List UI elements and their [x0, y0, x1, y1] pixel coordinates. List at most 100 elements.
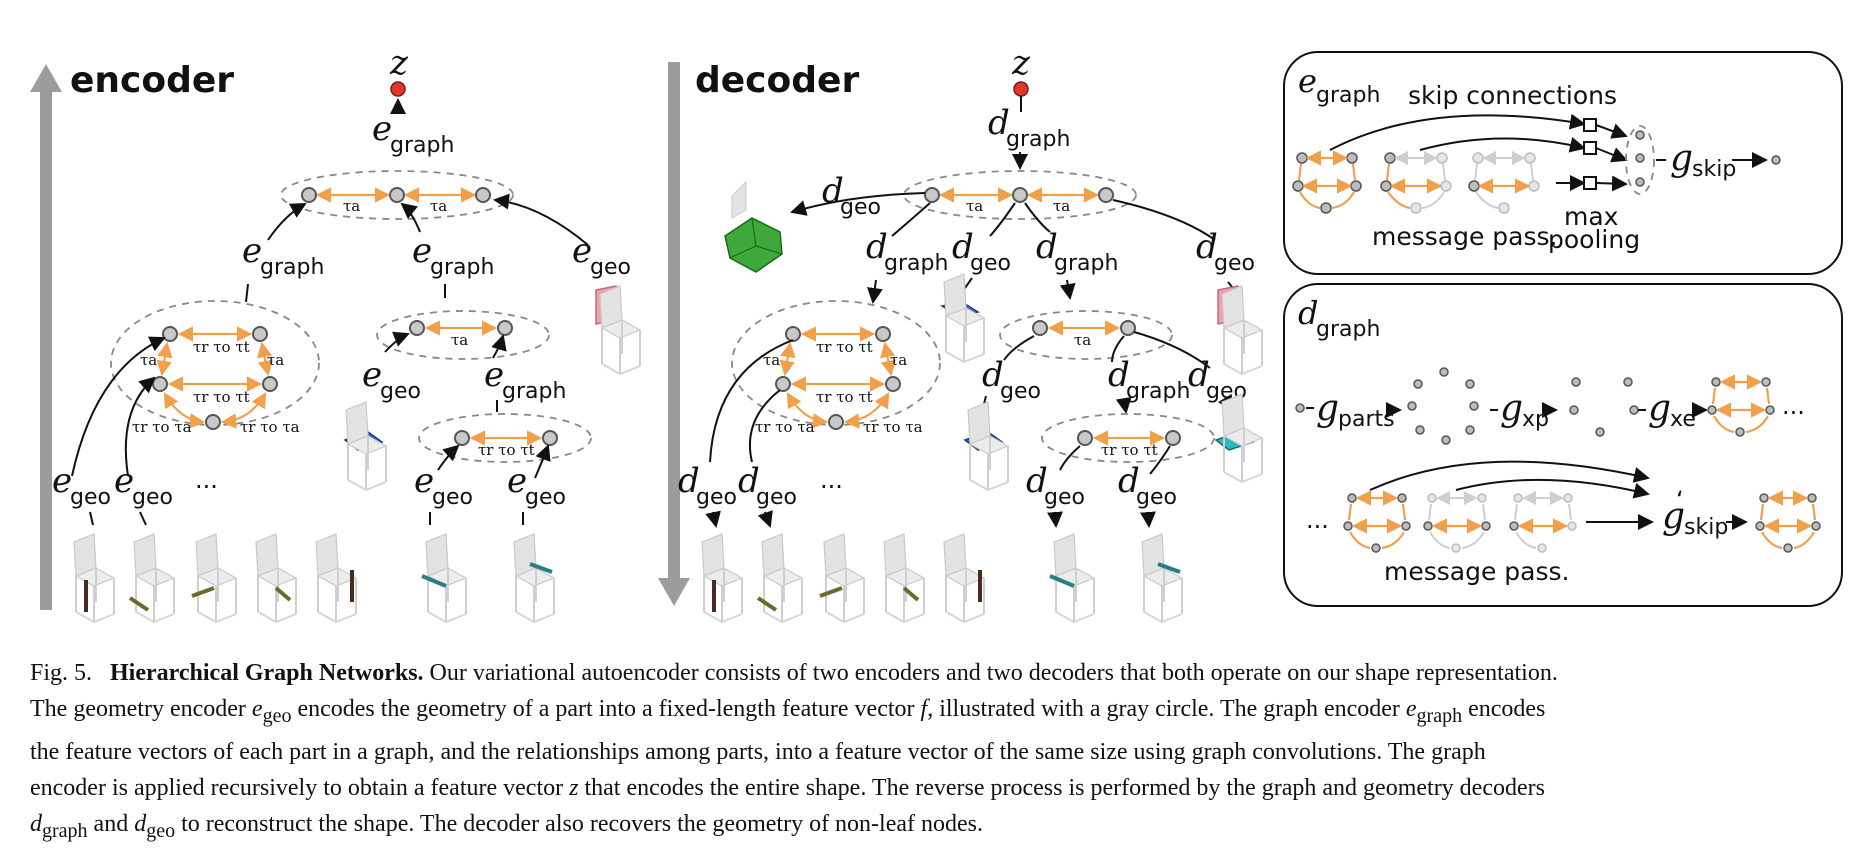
- decoder-title: decoder: [695, 60, 859, 101]
- encoder-low-group: [418, 413, 592, 463]
- caption-text: encodes the geometry of a part into a fi…: [297, 696, 915, 722]
- encoder-egraph-top-sub: graph: [390, 133, 454, 158]
- chair-icon: [513, 533, 555, 623]
- red-latent-node: [1013, 81, 1029, 97]
- encoder-egraph-left: e: [242, 231, 262, 271]
- caption-symbol: d: [134, 810, 147, 837]
- tau-label: τa: [343, 197, 360, 215]
- decoder-dgeo-leaf: d: [1026, 461, 1048, 501]
- g-skip-label: g: [1670, 138, 1693, 179]
- dgraph-box-title-sub: graph: [1316, 317, 1380, 342]
- encoder-egraph-sub: graph: [430, 255, 494, 280]
- decoder-dgeo-low: d: [982, 355, 1004, 395]
- edge-graph-out-2: [1755, 490, 1821, 553]
- edge-graph-out-1: [1707, 374, 1775, 437]
- caption-label: Fig. 5.: [30, 660, 93, 686]
- dgraph-box-title: d: [1298, 294, 1318, 332]
- tau-label: τr τo τt: [816, 388, 873, 406]
- tau-label: τa: [1053, 197, 1070, 215]
- ellipsis: ...: [820, 466, 843, 494]
- encoder-egeo-sub: geo: [380, 379, 421, 404]
- pooling-label: pooling: [1548, 225, 1640, 254]
- red-latent-node: [390, 81, 406, 97]
- caption-symbol: e: [1405, 696, 1417, 722]
- egraph-detail-box: e graph skip connections: [1283, 51, 1843, 275]
- tau-label: τa: [451, 331, 468, 349]
- decoder-downward-arrow: [658, 62, 690, 606]
- tau-label: τa: [430, 197, 447, 215]
- caption-text: encoder is applied recursively to obtain…: [30, 774, 564, 801]
- tau-label: τr τo τa: [863, 418, 923, 436]
- caption-line-1: Fig. 5. Hierarchical Graph Networks. Our…: [30, 655, 1846, 691]
- g-xp-label: g: [1500, 388, 1523, 429]
- decoder-dgraph-mid: d: [1036, 227, 1058, 267]
- decoder-low-group: [1041, 413, 1215, 463]
- mp-graph-1: [1292, 150, 1362, 214]
- caption-text: , illustrated with a gray circle. The gr…: [927, 696, 1400, 722]
- chair-icon: [1221, 393, 1263, 483]
- caption-sub: geo: [262, 704, 292, 727]
- chair-icon: [761, 533, 803, 623]
- g-xe-sub: xe: [1670, 407, 1696, 432]
- dgraph-detail-box: d graph g parts g xp g xe: [1283, 283, 1843, 607]
- decoder-dgeo-sub: geo: [756, 485, 797, 510]
- g-skip-sub: skip: [1692, 157, 1736, 182]
- encoder-panel: encoder z e graph τa τa e graph e graph …: [30, 43, 641, 623]
- tau-label: τa: [1074, 331, 1091, 349]
- encoder-egraph-mid: e: [412, 231, 432, 271]
- chair-icon: [255, 533, 297, 623]
- caption-symbol: z: [569, 774, 579, 801]
- green-part: [724, 180, 783, 273]
- mp-graph-4: [1343, 490, 1411, 553]
- g-skip-prime-sub: skip: [1684, 515, 1728, 540]
- encoder-egraph-low: e: [484, 355, 504, 395]
- ellipsis: ...: [1306, 506, 1329, 534]
- encoder-egeo-sub: geo: [132, 485, 173, 510]
- encoder-egraph-top: e: [372, 109, 392, 149]
- tau-label: τr τo τa: [240, 418, 300, 436]
- g-parts-label: g: [1316, 388, 1339, 429]
- encoder-leaf-chairs: [73, 533, 555, 623]
- caption-sub: graph: [42, 819, 88, 842]
- encoder-egeo-sub: geo: [590, 255, 631, 280]
- chair-icon: [599, 285, 641, 375]
- tau-label: τr τo τt: [816, 338, 873, 356]
- caption-symbol: e: [251, 696, 263, 722]
- caption-text: The geometry encoder: [30, 696, 246, 722]
- encoder-egeo-sub: geo: [525, 485, 566, 510]
- encoder-egeo-mid: e: [362, 355, 382, 395]
- encoder-mid-group: [376, 310, 550, 360]
- tau-label: τa: [763, 351, 780, 369]
- encoder-upward-arrow: [30, 64, 62, 610]
- message-pass-label-2: message pass.: [1384, 557, 1570, 586]
- chair-icon: [883, 533, 925, 623]
- decoder-dgraph-sub: graph: [884, 251, 948, 276]
- tau-label: τr τo τt: [1101, 441, 1158, 459]
- caption-symbol: d: [30, 810, 42, 837]
- decoder-dgeo-sub: geo: [1000, 379, 1041, 404]
- decoder-latent-z-label: z: [1011, 43, 1031, 83]
- caption-line-4: encoder is applied recursively to obtain…: [30, 770, 1846, 806]
- encoder-egeo-right: e: [572, 231, 592, 271]
- chair-icon: [967, 401, 1009, 491]
- g-xp-sub: xp: [1522, 407, 1549, 432]
- decoder-dgraph-low: d: [1108, 355, 1130, 395]
- decoder-dgraph-left: d: [866, 227, 888, 267]
- tau-label: τr τo τa: [132, 418, 192, 436]
- skip-connections-label: skip connections: [1408, 81, 1617, 110]
- figure-caption: Fig. 5. Hierarchical Graph Networks. Our…: [30, 655, 1846, 849]
- scattered-nodes-1: [1407, 367, 1479, 445]
- chair-icon: [73, 533, 115, 623]
- tau-label: τa: [966, 197, 983, 215]
- encoder-egraph-sub: graph: [502, 379, 566, 404]
- decoder-dgeo-leaf: d: [678, 461, 700, 501]
- caption-sub: geo: [146, 819, 176, 842]
- decoder-dgraph-sub: graph: [1054, 251, 1118, 276]
- prime-mark: ‘: [1676, 486, 1684, 514]
- chair-icon: [425, 533, 467, 623]
- chair-icon: [701, 533, 743, 623]
- decoder-dgeo-low-right: d: [1188, 355, 1210, 395]
- encoder-egeo-leaf: e: [507, 461, 527, 501]
- g-parts-sub: parts: [1338, 407, 1395, 432]
- mp-graph-6: [1509, 491, 1577, 553]
